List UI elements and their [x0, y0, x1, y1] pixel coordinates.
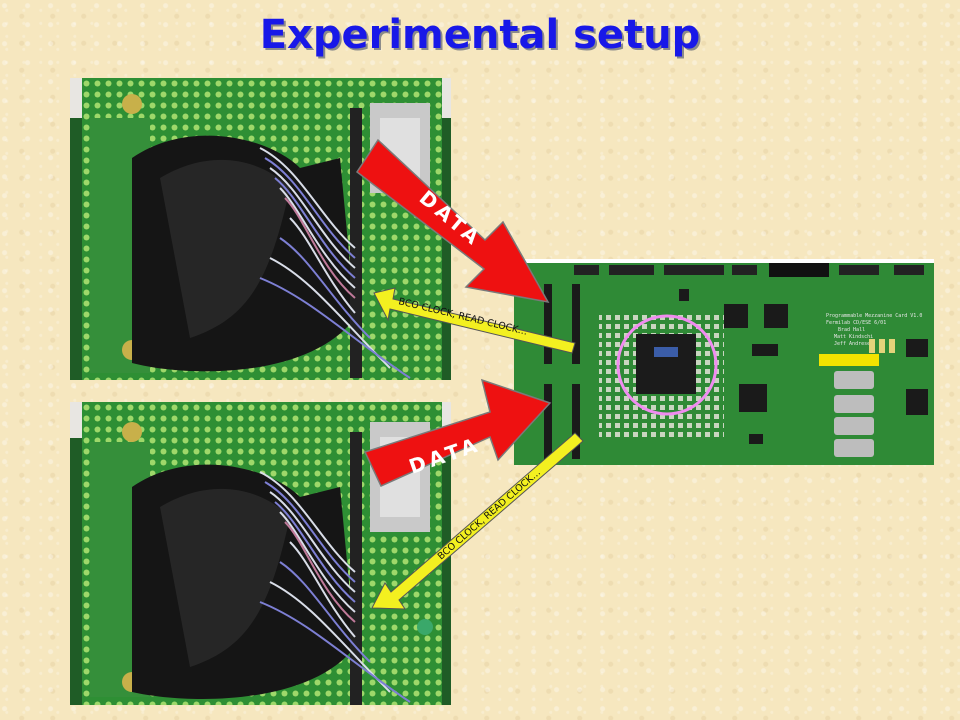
- programmable-mezzanine-card-photo: Programmable Mezzanine Card V1.0 Fermila…: [514, 259, 934, 465]
- card-silkscreen-line3: Brad Hall: [838, 327, 865, 333]
- sensor-board-photo-top: [70, 78, 451, 380]
- card-silkscreen-line2: Fermilab CD/ESE 6/01: [826, 320, 886, 326]
- card-silkscreen-line1: Programmable Mezzanine Card V1.0: [826, 313, 922, 319]
- card-silkscreen-line5: Jeff Andresen: [834, 341, 873, 347]
- clock-label-bottom: BCO CLOCK, READ CLOCK…: [436, 467, 543, 562]
- sensor-board-photo-bottom: [70, 402, 451, 705]
- slide-title: Experimental setup: [259, 12, 701, 58]
- card-silkscreen-line4: Matt Kindschi: [834, 334, 873, 340]
